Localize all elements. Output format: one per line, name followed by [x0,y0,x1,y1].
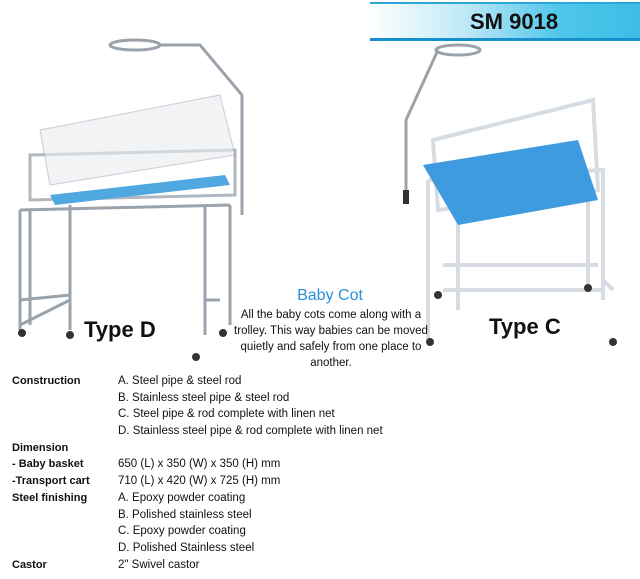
spec-value: A. Epoxy powder coating [118,491,246,504]
spec-row: -Transport cart 710 (L) x 420 (W) x 725 (… [12,475,383,492]
spec-row: Steel finishing A. Epoxy powder coating [12,492,383,509]
spec-row: C. Steel pipe & rod complete with linen … [12,408,383,425]
type-d-label: Type D [84,317,156,342]
spec-label: Dimension [12,441,69,454]
spec-label [12,392,118,409]
spec-row: - Baby basket 650 (L) x 350 (W) x 350 (H)… [12,458,383,475]
spec-label [12,525,118,542]
model-header-banner: SM 9018 [370,2,640,41]
type-c-label: Type C [489,314,561,339]
spec-label [12,408,118,425]
spec-value: A. Steel pipe & steel rod [118,375,242,387]
spec-value: 2" Swivel castor [118,558,200,571]
type-c-cot-image [403,43,617,346]
spec-label: Construction [12,375,81,387]
spec-row: D. Polished Stainless steel [12,542,383,559]
spec-label: Castor [12,558,47,571]
spec-value: C. Steel pipe & rod complete with linen … [118,408,335,421]
spec-row: B. Stainless steel pipe & steel rod [12,392,383,409]
spec-value: B. Stainless steel pipe & steel rod [118,391,290,404]
spec-row: D. Stainless steel pipe & rod complete w… [12,425,383,442]
spec-row: C. Epoxy powder coating [12,525,383,542]
spec-value: B. Polished stainless steel [118,508,252,521]
spec-label: -Transport cart [12,475,90,488]
spec-label [12,425,118,442]
spec-label: - Baby basket [12,458,84,471]
spec-value: D. Polished Stainless steel [118,541,255,554]
spec-row: Dimension [12,442,383,459]
spec-row: Construction A. Steel pipe & steel rod [12,375,383,392]
spec-label [12,509,118,526]
type-d-cot-image [18,38,244,361]
spec-value: D. Stainless steel pipe & rod complete w… [118,425,383,438]
description-title: Baby Cot [297,287,363,304]
model-number: SM 9018 [470,9,559,34]
spec-value: C. Epoxy powder coating [118,525,246,538]
spec-label [12,542,118,559]
spec-table: Construction A. Steel pipe & steel rod B. … [12,375,383,575]
description-text: All the baby cots come along with a trol… [234,309,428,369]
spec-row: Castor 2" Swivel castor [12,559,383,576]
spec-row: B. Polished stainless steel [12,509,383,526]
spec-value: 710 (L) x 420 (W) x 725 (H) mm [118,475,281,488]
spec-value: 650 (L) x 350 (W) x 350 (H) mm [118,458,281,471]
spec-label: Steel finishing [12,491,88,504]
